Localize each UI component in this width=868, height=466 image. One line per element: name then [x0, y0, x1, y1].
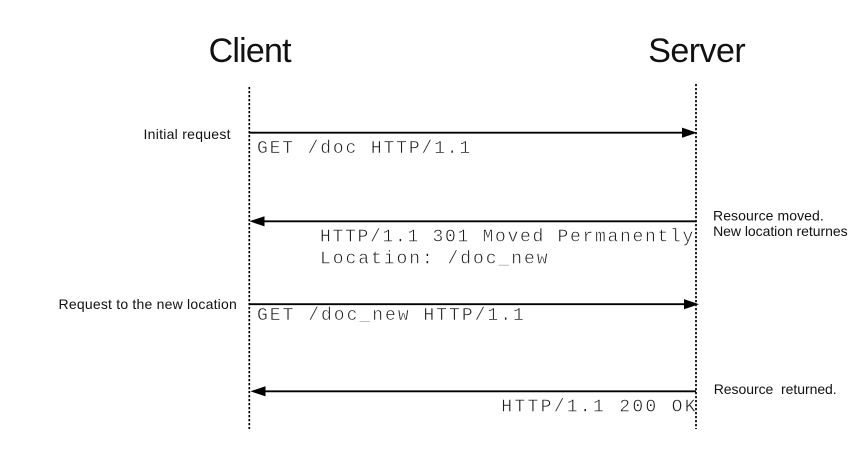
svg-text:New location returnes: New location returnes — [713, 223, 848, 239]
svg-text:Resource moved.: Resource moved. — [713, 207, 824, 223]
svg-text:HTTP/1.1 301 Moved Permanently: HTTP/1.1 301 Moved Permanently — [320, 227, 695, 247]
svg-text:Resource returned.: Resource returned. — [714, 381, 837, 397]
svg-text:Initial request: Initial request — [144, 126, 231, 142]
svg-text:Location: /doc_new: Location: /doc_new — [320, 250, 550, 270]
svg-text:Request to the new location: Request to the new location — [59, 296, 237, 312]
svg-text:GET /doc HTTP/1.1: GET /doc HTTP/1.1 — [257, 139, 472, 159]
svg-text:GET /doc_new HTTP/1.1: GET /doc_new HTTP/1.1 — [257, 306, 526, 326]
svg-text:Server: Server — [648, 32, 746, 70]
svg-text:HTTP/1.1 200 OK: HTTP/1.1 200 OK — [501, 398, 698, 418]
svg-text:Client: Client — [209, 32, 293, 70]
